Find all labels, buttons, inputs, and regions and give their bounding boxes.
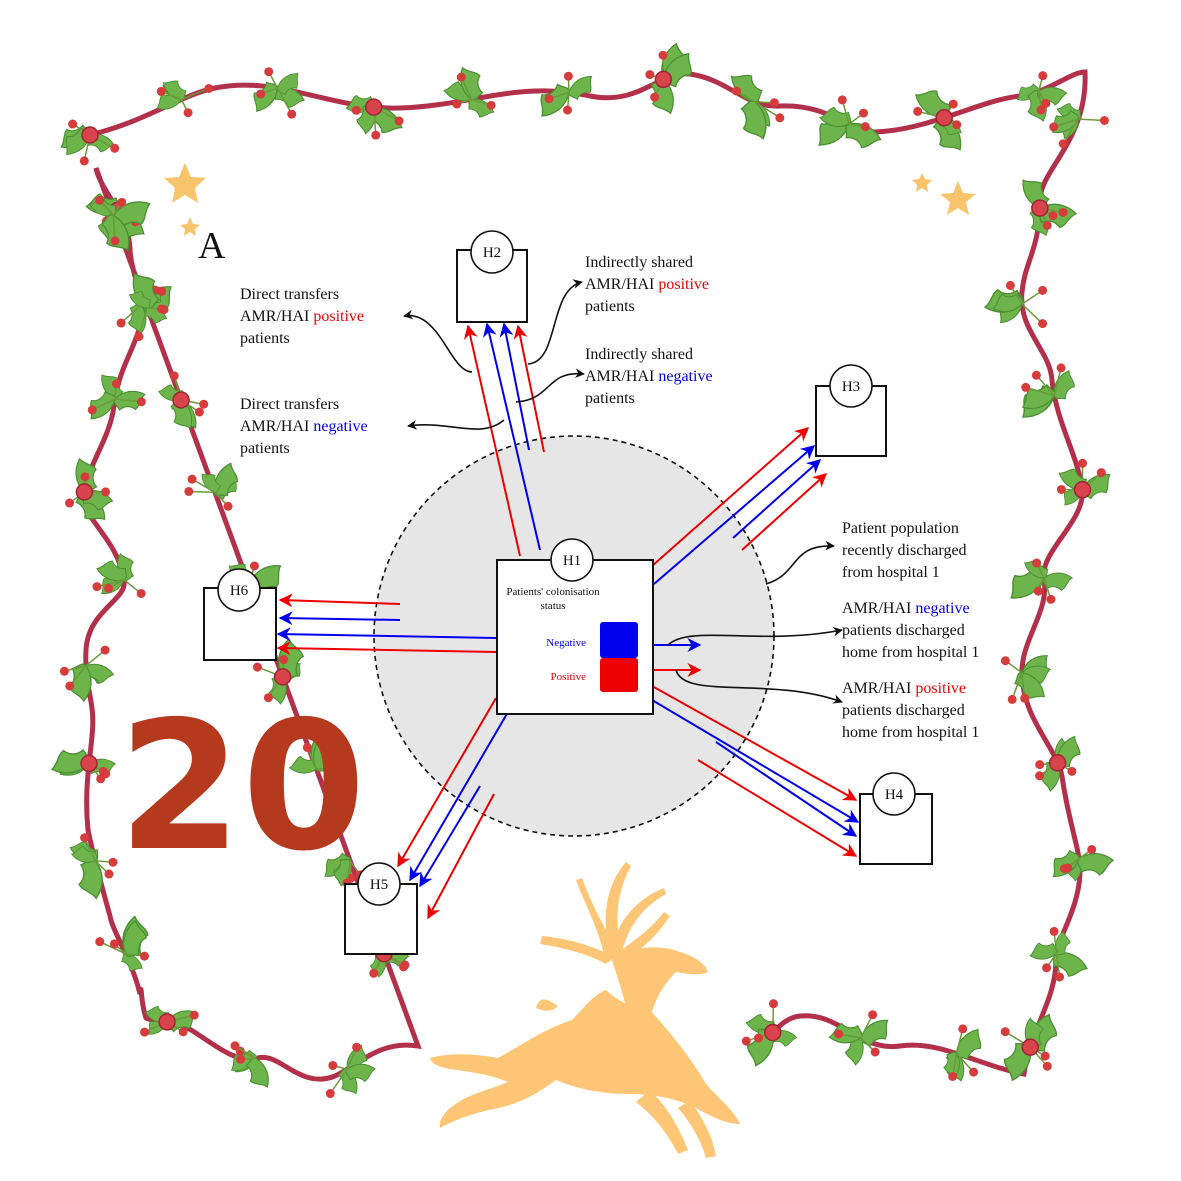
annotation-indirect-negative: Indirectly shared AMR/HAI negative patie… <box>585 346 713 407</box>
annotation-direct-positive: Direct transfers AMR/HAI positive patien… <box>240 286 364 347</box>
hospital-h5-label: H5 <box>370 877 388 893</box>
direct-positive-line2: AMR/HAI positive <box>240 308 364 325</box>
home-negative-line2: patients discharged <box>842 622 965 639</box>
hospital-h3: H3 <box>815 364 887 457</box>
hospital-h1: H1 Patients' colonisation status Negativ… <box>496 538 654 715</box>
annotation-home-positive: AMR/HAI positive patients discharged hom… <box>842 680 979 741</box>
hospital-h2: H2 <box>456 230 528 323</box>
colonisation-title-line1: Patients' colonisation <box>506 586 600 598</box>
indirect-negative-line1: Indirectly shared <box>585 346 693 363</box>
annotation-indirect-positive: Indirectly shared AMR/HAI positive patie… <box>585 254 709 315</box>
hospital-h4: H4 <box>859 772 933 865</box>
direct-positive-line3: patients <box>240 330 290 347</box>
panel-label: A <box>198 225 226 267</box>
home-negative-line3: home from hospital 1 <box>842 644 979 661</box>
transfer-arrows <box>276 322 860 920</box>
colonisation-title-line2: status <box>540 600 565 612</box>
population-line3: from hospital 1 <box>842 564 940 581</box>
hospital-h2-label: H2 <box>483 245 501 261</box>
hospital-h6: H6 <box>203 568 277 661</box>
home-positive-line2: patients discharged <box>842 702 965 719</box>
indirect-positive-line1: Indirectly shared <box>585 254 693 271</box>
positive-label: Positive <box>551 671 587 683</box>
annotation-leaders <box>403 279 843 704</box>
direct-negative-line2: AMR/HAI negative <box>240 418 368 435</box>
hospital-h1-label: H1 <box>563 553 581 569</box>
indirect-negative-line2: AMR/HAI negative <box>585 368 713 385</box>
home-negative-line1: AMR/HAI negative <box>842 600 970 617</box>
hospital-h6-label: H6 <box>230 583 249 599</box>
indirect-positive-line3: patients <box>585 298 635 315</box>
positive-swatch <box>600 658 638 692</box>
home-positive-line3: home from hospital 1 <box>842 724 979 741</box>
hospital-h4-label: H4 <box>885 787 904 803</box>
direct-positive-line1: Direct transfers <box>240 286 339 303</box>
annotation-direct-negative: Direct transfers AMR/HAI negative patien… <box>240 396 368 457</box>
negative-label: Negative <box>546 637 586 649</box>
star-icon <box>164 163 976 236</box>
reindeer-icon <box>430 862 740 1158</box>
direct-negative-line3: patients <box>240 440 290 457</box>
population-line1: Patient population <box>842 520 959 537</box>
population-line2: recently discharged <box>842 542 967 559</box>
indirect-negative-line3: patients <box>585 390 635 407</box>
indirect-positive-line2: AMR/HAI positive <box>585 276 709 293</box>
day-number: 20 <box>118 683 366 890</box>
annotation-home-negative: AMR/HAI negative patients discharged hom… <box>842 600 979 661</box>
negative-swatch <box>600 622 638 658</box>
direct-negative-line1: Direct transfers <box>240 396 339 413</box>
hospital-h3-label: H3 <box>842 379 860 395</box>
home-positive-line1: AMR/HAI positive <box>842 680 966 697</box>
hospital-h5: H5 <box>344 862 418 955</box>
annotation-population: Patient population recently discharged f… <box>842 520 967 581</box>
